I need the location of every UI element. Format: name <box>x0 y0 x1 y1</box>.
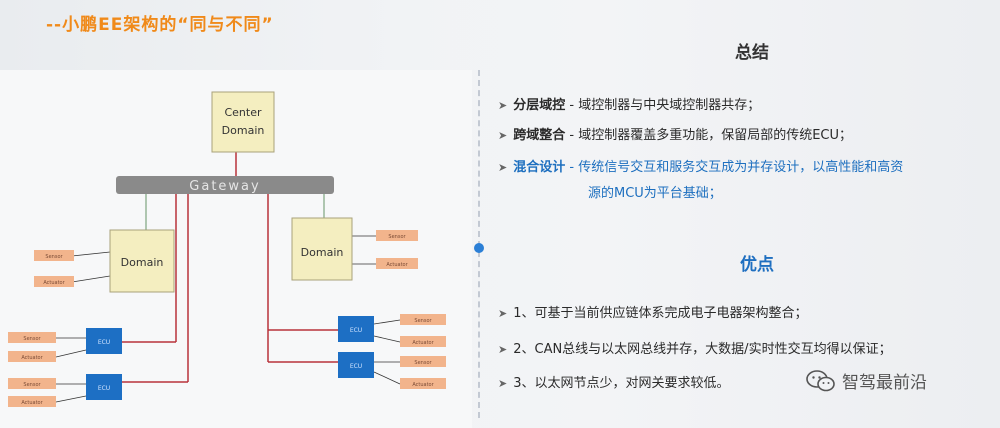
right-domain-actuator <box>376 258 418 269</box>
advantage-item-3: ➤3、以太网节点少，对网关要求较低。 <box>498 376 730 391</box>
left-ecu-1 <box>86 328 122 354</box>
watermark: 智驾最前沿 <box>806 368 927 393</box>
left-domain-actuator <box>34 276 74 287</box>
left-domain-sensor <box>34 250 74 261</box>
green-link-lines <box>145 194 325 230</box>
arrow-icon: ➤ <box>498 307 508 320</box>
right-ecu1-actuator <box>400 336 446 347</box>
svg-text:Actuator: Actuator <box>21 400 43 406</box>
slide-title: --小鹏EE架构的“同与不同” <box>46 15 274 35</box>
summary-title: 总结 <box>735 43 769 63</box>
arrow-icon: ➤ <box>498 377 508 390</box>
gateway-label: Gateway <box>189 179 260 194</box>
right-ecu-1 <box>338 316 374 342</box>
svg-text:Sensor: Sensor <box>23 336 41 342</box>
watermark-text: 智驾最前沿 <box>842 373 927 393</box>
svg-text:Sensor: Sensor <box>388 234 406 240</box>
arrow-icon: ➤ <box>498 99 508 112</box>
left-domain-box <box>109 229 175 293</box>
svg-text:ECU: ECU <box>98 385 110 392</box>
left-ecu1-actuator <box>8 351 56 362</box>
right-ecu-2 <box>338 352 374 378</box>
right-domain-label: Domain <box>301 246 344 259</box>
arrow-icon: ➤ <box>498 129 508 142</box>
svg-text:ECU: ECU <box>98 339 110 346</box>
gateway-bar <box>116 176 334 194</box>
arrow-icon: ➤ <box>498 343 508 356</box>
svg-text:ECU: ECU <box>350 363 362 370</box>
svg-text:Actuator: Actuator <box>412 382 434 388</box>
left-ecu2-sensor <box>8 378 56 389</box>
peripheral-lines <box>55 235 401 403</box>
center-domain-label-1: Center <box>224 106 262 119</box>
arrow-icon: ➤ <box>498 161 508 174</box>
right-ecu2-sensor <box>400 356 446 367</box>
svg-text:Sensor: Sensor <box>23 382 41 388</box>
svg-text:Sensor: Sensor <box>414 318 432 324</box>
center-domain-box <box>211 91 275 153</box>
center-domain-label-2: Domain <box>222 124 265 137</box>
right-domain-sensor <box>376 230 418 241</box>
advantage-item-2: ➤2、CAN总线与以太网总线并存，大数据/实时性交互均得以保证； <box>498 342 892 357</box>
right-ecu2-actuator <box>400 378 446 389</box>
wechat-icon <box>806 369 835 391</box>
summary-item-1: ➤分层域控 - 域控制器与中央域控制器共存； <box>498 98 761 113</box>
summary-item-3-cont: 源的MCU为平台基础； <box>588 186 722 201</box>
summary-item-2: ➤跨域整合 - 域控制器覆盖多重功能，保留局部的传统ECU； <box>498 128 852 143</box>
svg-text:Actuator: Actuator <box>21 355 43 361</box>
divider-dot <box>474 243 484 253</box>
right-domain-box <box>291 217 353 281</box>
svg-text:ECU: ECU <box>350 327 362 334</box>
left-ecu-2 <box>86 374 122 400</box>
left-ecu1-sensor <box>8 332 56 343</box>
advantages-title: 优点 <box>740 255 774 275</box>
left-ecu2-actuator <box>8 396 56 407</box>
right-ecu1-sensor <box>400 314 446 325</box>
svg-text:Actuator: Actuator <box>412 340 434 346</box>
svg-text:Actuator: Actuator <box>386 262 408 268</box>
svg-text:Actuator: Actuator <box>43 280 65 286</box>
svg-text:Sensor: Sensor <box>414 360 432 366</box>
svg-text:Sensor: Sensor <box>45 254 63 260</box>
advantage-item-1: ➤1、可基于当前供应链体系完成电子电器架构整合； <box>498 306 808 321</box>
red-bus-lines <box>122 150 338 383</box>
ee-architecture-diagram: Center Domain Gateway Domain Domain Sens… <box>0 70 472 428</box>
left-domain-label: Domain <box>121 256 164 269</box>
summary-item-3: ➤混合设计 - 传统信号交互和服务交互成为并存设计，以高性能和高资 <box>498 160 904 175</box>
